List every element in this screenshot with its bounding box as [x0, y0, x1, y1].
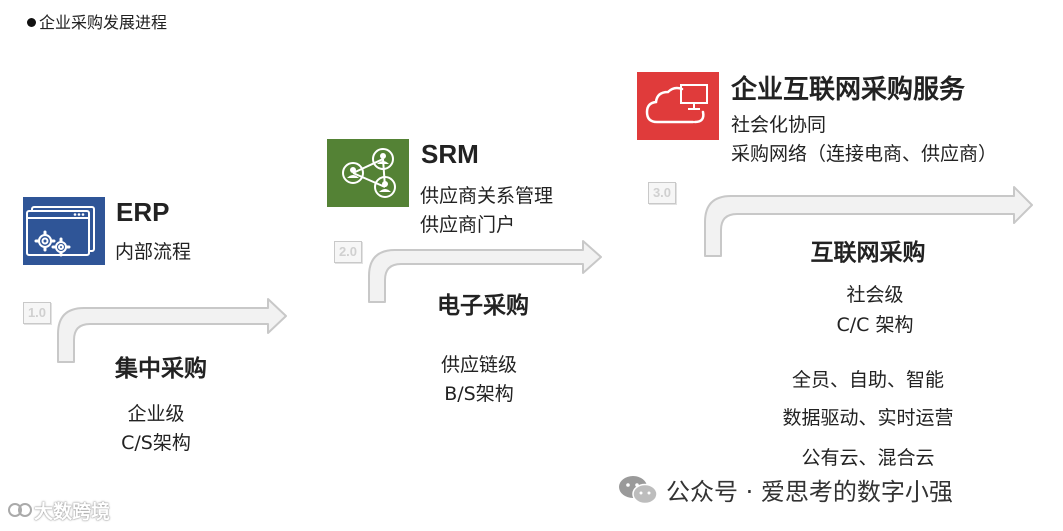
internet-service-title: 企业互联网采购服务 [731, 74, 966, 104]
internet-service-desc-line: 采购网络（连接电商、供应商） [731, 143, 998, 165]
stage-line: 社会级 [846, 284, 904, 306]
stage-title-centralized: 集中采购 [115, 356, 207, 382]
version-badge-1: 1.0 [23, 302, 51, 324]
step-arrow-2 [368, 240, 602, 303]
internet-service-desc-line: 社会化协同 [731, 114, 827, 136]
step-arrow-1 [57, 298, 287, 363]
page-title-text: 企业采购发展进程 [39, 13, 168, 32]
erp-title: ERP [116, 197, 170, 227]
page-title: 企业采购发展进程 [27, 9, 167, 33]
srm-desc-line: 供应商关系管理 [420, 185, 554, 207]
brand-text: 大数跨境 [34, 501, 111, 523]
cloud-computer-icon [637, 72, 719, 140]
srm-desc: 供应商关系管理 供应商门户 [420, 182, 553, 240]
erp-desc: 内部流程 [115, 238, 191, 267]
people-network-icon [327, 139, 409, 207]
stage-line: 数据驱动、实时运营 [782, 407, 954, 429]
bullet-dot-icon [27, 18, 36, 27]
stage-title-internet: 互联网采购 [810, 240, 926, 266]
srm-desc-line: 供应商门户 [420, 214, 516, 236]
stage-line: 供应链级 [440, 354, 518, 376]
wechat-text: 公众号 · 爱思考的数字小强 [666, 478, 953, 506]
stage-line: B/S架构 [444, 383, 514, 405]
version-badge-2: 2.0 [334, 241, 362, 263]
stage-line: 公有云、混合云 [801, 447, 935, 469]
step-arrow-3 [704, 186, 1033, 257]
wechat-icon [618, 474, 658, 512]
gears-window-icon [23, 197, 105, 265]
version-badge-3: 3.0 [648, 182, 676, 204]
brand-logo-icon [8, 499, 34, 521]
brand-watermark: 大数跨境 [8, 497, 110, 524]
stage-title-electronic: 电子采购 [437, 293, 529, 319]
stage-line: 企业级 [127, 403, 185, 425]
internet-service-desc: 社会化协同 采购网络（连接电商、供应商） [731, 111, 997, 169]
stage-line: 全员、自助、智能 [791, 369, 945, 391]
srm-title: SRM [421, 139, 479, 169]
wechat-watermark: 公众号 · 爱思考的数字小强 [618, 472, 953, 512]
erp-desc-line: 内部流程 [115, 241, 192, 263]
stage-line: C/C 架构 [836, 314, 914, 336]
stage-line: C/S架构 [121, 432, 191, 454]
